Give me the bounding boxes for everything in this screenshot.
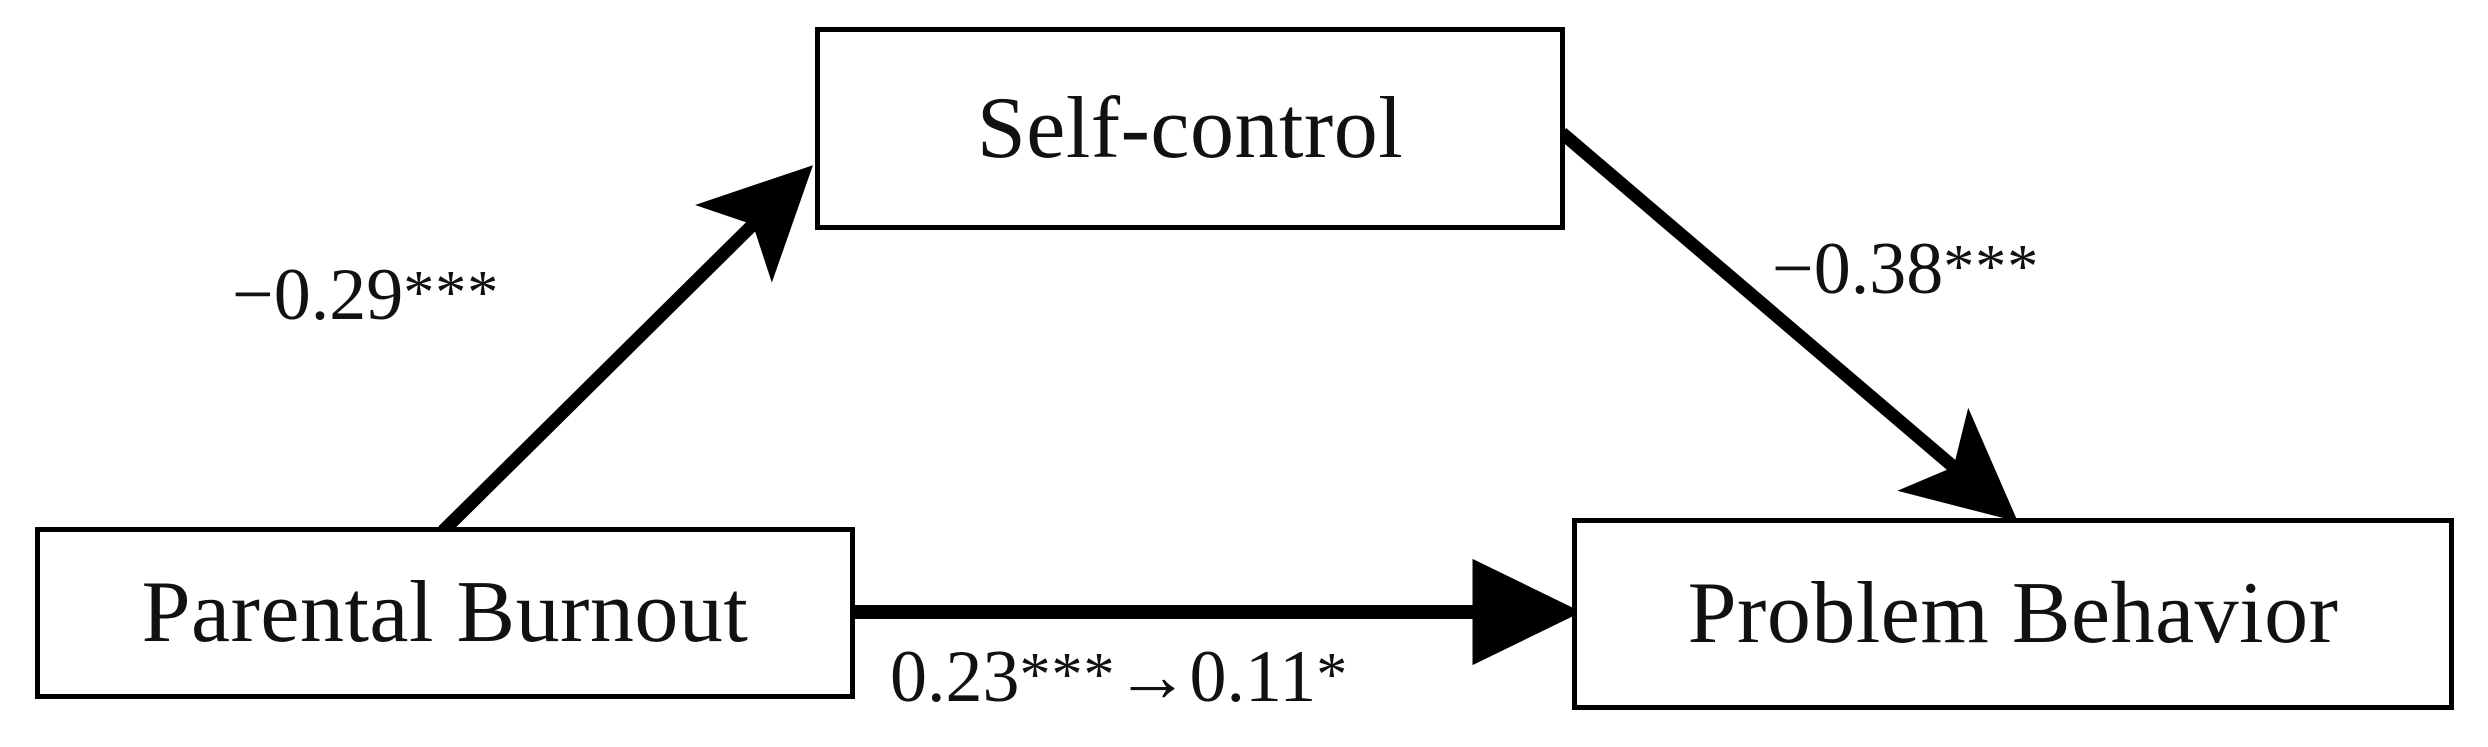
path-c-coefficient-total: 0.23 (890, 636, 1020, 718)
node-self-control-label: Self-control (976, 79, 1404, 177)
path-label-b: −0.38*** (1772, 232, 2039, 306)
arrow-b-path (1557, 128, 2018, 522)
node-problem-behavior[interactable]: Problem Behavior (1572, 518, 2454, 710)
path-c-coefficient-direct: 0.11 (1189, 636, 1317, 718)
path-a-coefficient: −0.29 (232, 254, 404, 336)
path-c-significance-total: *** (1019, 641, 1116, 709)
path-b-coefficient: −0.38 (1772, 228, 1944, 310)
path-b-significance: *** (1943, 233, 2040, 301)
path-a-significance: *** (403, 259, 500, 327)
path-label-a: −0.29*** (232, 258, 499, 332)
node-parental-burnout-label: Parental Burnout (141, 564, 749, 661)
arrow-a-path (438, 165, 813, 536)
node-problem-behavior-label: Problem Behavior (1687, 565, 2339, 662)
path-c-significance-direct: * (1316, 641, 1349, 709)
right-arrow-icon: → (1115, 636, 1190, 718)
node-parental-burnout[interactable]: Parental Burnout (35, 527, 855, 699)
path-label-c: 0.23***→0.11* (890, 640, 1348, 714)
node-self-control[interactable]: Self-control (815, 27, 1565, 230)
